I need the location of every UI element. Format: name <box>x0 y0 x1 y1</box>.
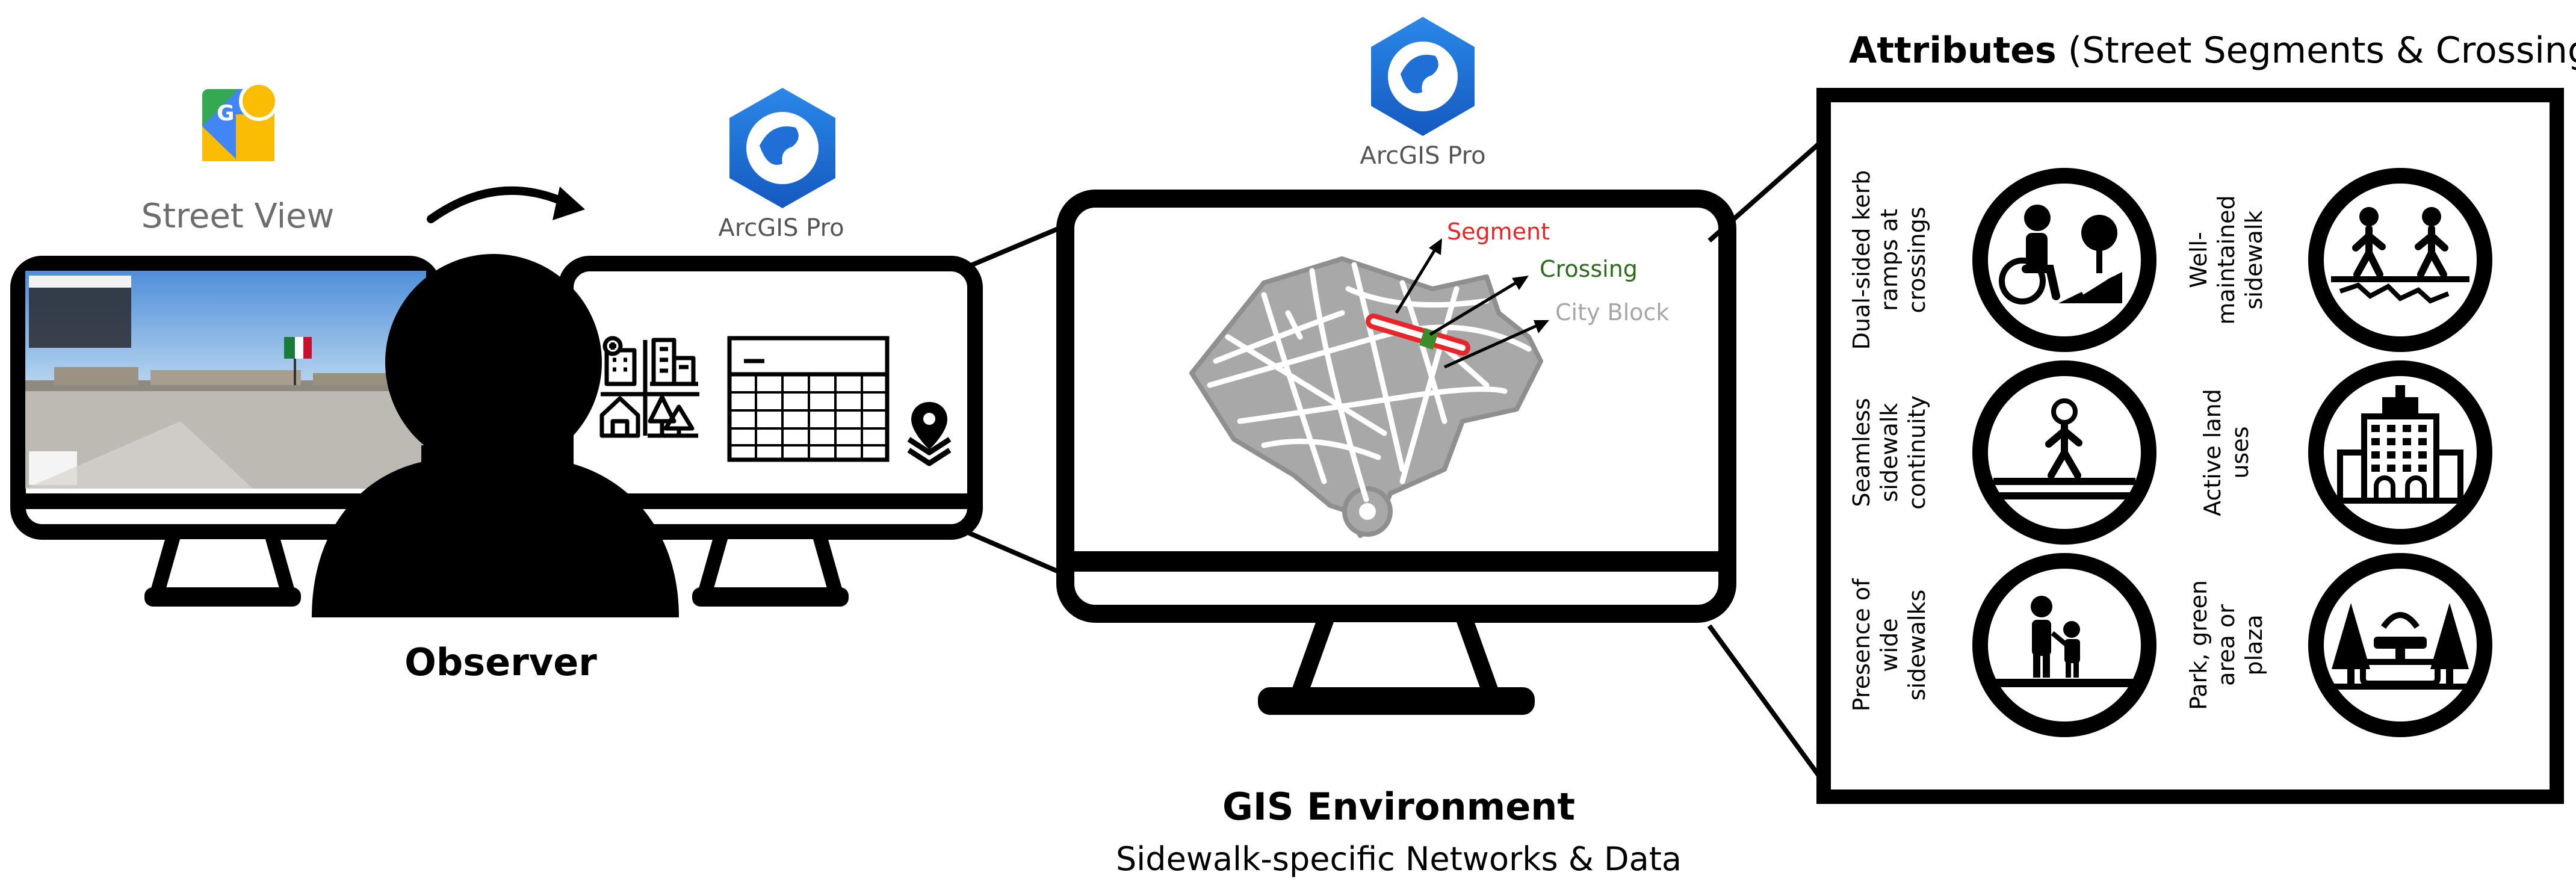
wide-sidewalk-icon <box>1992 596 2137 687</box>
city-block-label: City Block <box>1555 299 1669 326</box>
attribute-item: Seamlesssidewalkcontinuity <box>1848 360 2156 545</box>
attribute-label-line: sidewalk <box>1876 403 1903 502</box>
walker-continuity-icon <box>1993 398 2135 499</box>
street-view-label: Street View <box>141 197 335 236</box>
attribute-label-line: Seamless <box>1848 398 1875 507</box>
street-view-logo-icon: G <box>202 81 279 161</box>
attributes-grid: Dual-sided kerbramps atcrossings Well-mai… <box>1848 168 2492 737</box>
attribute-label-line: sidewalks <box>1904 590 1930 701</box>
attribute-label-line: continuity <box>1904 395 1930 510</box>
walkers-sidewalk-icon <box>2331 207 2469 304</box>
attribute-label-line: Well- <box>2185 232 2212 288</box>
arcgis-left-label: ArcGIS Pro <box>718 214 844 242</box>
arcgis-center-label: ArcGIS Pro <box>1360 142 1485 170</box>
gis-title: GIS Environment <box>1222 785 1575 829</box>
observer-silhouette <box>312 254 679 617</box>
svg-text:G: G <box>217 101 235 126</box>
attribute-icon-circle <box>2308 360 2492 545</box>
attributes-title-rest: (Street Segments & Crossings) <box>2057 29 2576 72</box>
attribute-label: Park, greenarea orplaza <box>2185 580 2267 710</box>
attribute-label-line: crossings <box>1904 206 1930 313</box>
attributes-title-bold: Attributes <box>1849 29 2057 72</box>
attribute-label: Active landuses <box>2199 389 2253 516</box>
street-view-screenshot <box>25 271 426 489</box>
attribute-label-line: Park, green <box>2185 580 2212 710</box>
attribute-label-line: area or <box>2213 604 2240 686</box>
attribute-label-line: Presence of <box>1848 578 1875 711</box>
attribute-label-line: Active land <box>2199 389 2226 516</box>
attribute-label: Well-maintainedsidewalk <box>2185 195 2267 324</box>
attribute-item: Well-maintainedsidewalk <box>2185 168 2492 352</box>
attribute-item: Presence ofwidesidewalks <box>1848 553 2156 737</box>
transfer-arrow <box>427 186 585 223</box>
attribute-label-line: sidewalk <box>2241 211 2267 310</box>
attribute-label-line: uses <box>2227 426 2253 478</box>
attribute-label-line: plaza <box>2241 614 2267 675</box>
attributes-title: Attributes (Street Segments & Crossings) <box>1849 29 2576 72</box>
buildings-icon <box>2337 385 2463 504</box>
crossing-label: Crossing <box>1540 256 1638 282</box>
attribute-label: Presence ofwidesidewalks <box>1848 578 1930 711</box>
arcgis-left-monitor <box>558 256 983 607</box>
attribute-label-line: ramps at <box>1876 209 1903 311</box>
attribute-label-line: Dual-sided kerb <box>1848 170 1875 350</box>
attribute-item: Dual-sided kerbramps atcrossings <box>1848 168 2156 352</box>
observer-label: Observer <box>404 640 597 684</box>
wheelchair-ramp-icon <box>1999 205 2122 304</box>
segment-label: Segment <box>1447 218 1550 245</box>
attribute-label-line: maintained <box>2213 195 2240 324</box>
attribute-icon-circle <box>2308 168 2492 352</box>
attribute-label-line: wide <box>1876 618 1903 672</box>
arcgis-logo-left-icon <box>729 88 835 208</box>
attribute-icon-circle <box>1972 168 2156 352</box>
buildings-grid-icon <box>599 336 699 438</box>
attribute-item: Park, greenarea orplaza <box>2185 553 2492 737</box>
map-label-arrows <box>1395 238 1549 369</box>
map-pin-layers-icon <box>907 402 952 466</box>
attribute-label: Dual-sided kerbramps atcrossings <box>1848 170 1930 350</box>
gis-subtitle: Sidewalk-specific Networks & Data <box>1116 840 1682 878</box>
arcgis-logo-center-icon <box>1371 17 1475 136</box>
attribute-table-icon <box>727 336 890 462</box>
attribute-item: Active landuses <box>2199 360 2492 545</box>
attribute-label: Seamlesssidewalkcontinuity <box>1848 395 1930 510</box>
park-fountain-icon <box>2328 603 2472 690</box>
